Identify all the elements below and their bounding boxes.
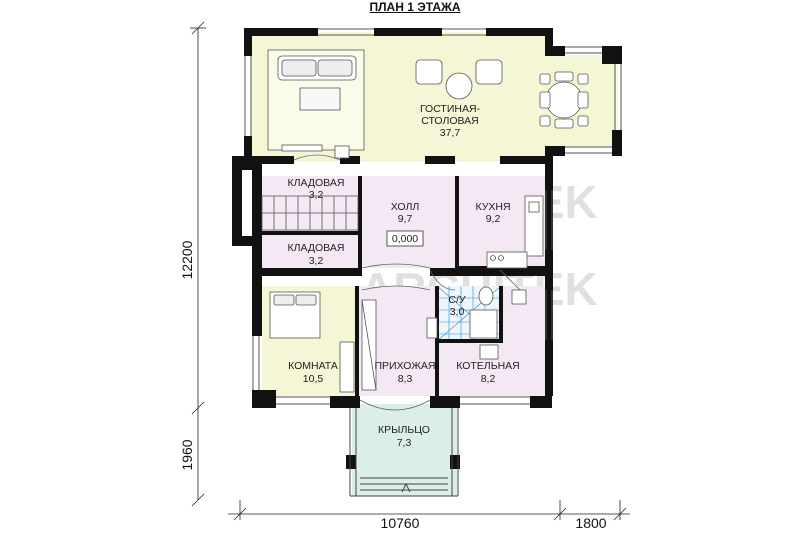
- living-furniture: [267, 49, 589, 159]
- room-hall-name: ХОЛЛ: [391, 201, 420, 213]
- dim-width-bay: 1800: [575, 515, 606, 531]
- room-bedroom-area: 10,5: [303, 373, 324, 385]
- entry-closet: [361, 299, 377, 391]
- room-bath-area: 3,0: [450, 306, 465, 318]
- stairs: [261, 195, 359, 231]
- level-mark: 0,000: [392, 233, 418, 245]
- dimension-lines: [190, 21, 630, 521]
- room-boiler-name: КОТЕЛЬНАЯ: [456, 360, 520, 372]
- room-porch-name: КРЫЛЬЦО: [378, 424, 430, 436]
- bath-fixtures: [426, 286, 527, 360]
- room-living-area: 37,7: [440, 127, 461, 139]
- room-living-name2: СТОЛОВАЯ: [421, 115, 479, 127]
- room-hall-area: 9,7: [398, 213, 413, 225]
- plan-title: ПЛАН 1 ЭТАЖА: [369, 0, 461, 14]
- doors: [293, 154, 521, 411]
- dim-width-main: 10760: [381, 515, 420, 531]
- room-hall-fill: [362, 176, 457, 268]
- room-entry-area: 8,3: [398, 373, 413, 385]
- room-storage2-fill: [262, 234, 362, 268]
- room-storage1-fill: [262, 176, 362, 231]
- kitchen-furniture: [486, 195, 544, 269]
- room-storage2-area: 3,2: [309, 255, 324, 267]
- room-entry-name: ПРИХОЖАЯ: [375, 360, 436, 372]
- room-bedroom-name: КОМНАТА: [288, 360, 338, 372]
- windows: [244, 28, 622, 405]
- room-storage1-name: КЛАДОВАЯ: [288, 177, 345, 189]
- porch-outline: [349, 408, 459, 497]
- room-storage1-area: 3,2: [309, 189, 324, 201]
- room-boiler-area: 8,2: [481, 373, 496, 385]
- dim-height-porch: 1960: [179, 439, 195, 470]
- bedroom-furniture: [269, 291, 355, 393]
- room-storage2-name: КЛАДОВАЯ: [288, 242, 345, 254]
- room-living-name: ГОСТИНАЯ-: [420, 103, 481, 115]
- room-bath-name: С/У: [448, 294, 466, 306]
- room-kitchen-area: 9,2: [486, 213, 501, 225]
- room-porch-area: 7,3: [397, 437, 412, 449]
- room-kitchen-name: КУХНЯ: [475, 201, 510, 213]
- room-porch-fill: [352, 404, 457, 496]
- dim-height-main: 12200: [179, 240, 195, 279]
- level-mark-box: [386, 230, 424, 247]
